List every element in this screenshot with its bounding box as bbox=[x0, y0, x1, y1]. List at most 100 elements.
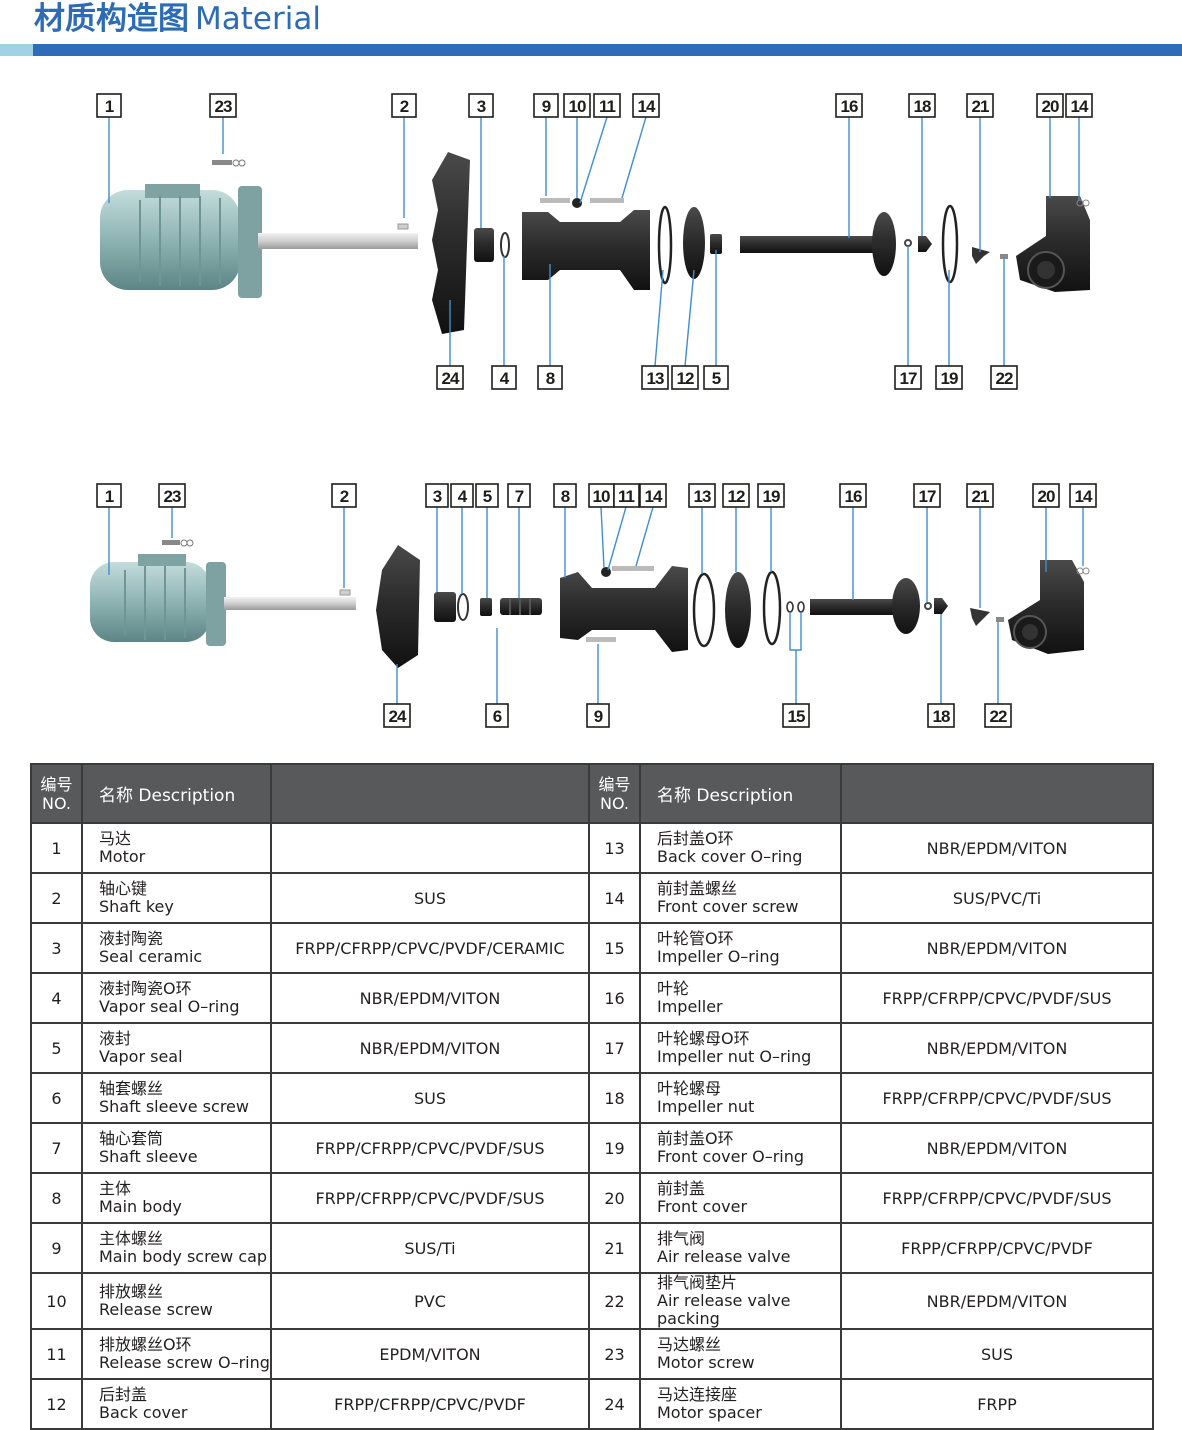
callout-bottom-15: 15 bbox=[782, 703, 810, 728]
callout-label: 19 bbox=[763, 487, 780, 506]
header-no-cn: 编号 bbox=[40, 774, 73, 794]
callout-top-8: 8 bbox=[537, 365, 563, 390]
callout-bottom-18: 18 bbox=[927, 703, 955, 728]
part-name-en: Air release valve packing bbox=[657, 1291, 791, 1328]
part-name-en: Release screw O–ring bbox=[99, 1353, 270, 1372]
part-number: 19 bbox=[588, 1122, 641, 1174]
part-name-cn: 液封 bbox=[99, 1029, 132, 1048]
part-material: EPDM/VITON bbox=[270, 1328, 590, 1380]
part-name-en: Impeller O–ring bbox=[657, 947, 780, 966]
part-number: 9 bbox=[30, 1222, 83, 1274]
callout-bottom-17: 17 bbox=[913, 483, 941, 508]
callout-label: 8 bbox=[561, 487, 570, 506]
callout-top-23: 23 bbox=[209, 93, 237, 118]
callout-bottom-11: 11 bbox=[613, 483, 640, 508]
callout-label: 16 bbox=[841, 97, 858, 116]
title-en: Material bbox=[195, 1, 321, 37]
part-name-en: Front cover bbox=[657, 1197, 748, 1216]
callout-label: 12 bbox=[728, 487, 745, 506]
callout-top-10: 10 bbox=[563, 93, 591, 118]
part-name-cn: 排气阀 bbox=[657, 1229, 706, 1248]
part-name-en: Motor bbox=[99, 847, 146, 866]
part-name-cn: 马达 bbox=[99, 829, 132, 848]
callout-label: 10 bbox=[593, 487, 610, 506]
callout-top-1: 1 bbox=[96, 93, 122, 118]
title-rule-accent bbox=[0, 44, 33, 56]
part-material: FRPP/CFRPP/CPVC/PVDF/SUS bbox=[840, 1072, 1154, 1124]
header-desc-right: 名称 Description bbox=[639, 763, 842, 824]
part-name-en: Release screw bbox=[99, 1300, 213, 1319]
callout-label: 3 bbox=[433, 487, 442, 506]
callout-top-14b: 14 bbox=[1065, 93, 1093, 118]
part-number: 6 bbox=[30, 1072, 83, 1124]
part-material: FRPP/CFRPP/CPVC/PVDF bbox=[840, 1222, 1154, 1274]
part-number: 23 bbox=[588, 1328, 641, 1380]
callout-label: 7 bbox=[515, 487, 524, 506]
part-name-en: Main body screw cap bbox=[99, 1247, 268, 1266]
part-number: 7 bbox=[30, 1122, 83, 1174]
callout-bottom-7: 7 bbox=[507, 483, 531, 508]
part-name-cn: 排放螺丝O环 bbox=[99, 1335, 192, 1354]
part-material: NBR/EPDM/VITON bbox=[270, 972, 590, 1024]
part-material: SUS/Ti bbox=[270, 1222, 590, 1274]
callout-label: 14 bbox=[1071, 97, 1089, 116]
part-name-cn: 马达螺丝 bbox=[657, 1335, 722, 1354]
callout-label: 24 bbox=[389, 707, 407, 726]
part-name-cn: 前封盖螺丝 bbox=[657, 879, 738, 898]
part-number: 8 bbox=[30, 1172, 83, 1224]
part-material: SUS bbox=[270, 1072, 590, 1124]
part-name-en: Front cover O–ring bbox=[657, 1147, 805, 1166]
part-number: 20 bbox=[588, 1172, 641, 1224]
part-name-en: Impeller nut bbox=[657, 1097, 755, 1116]
part-name-en: Back cover O–ring bbox=[657, 847, 803, 866]
part-number: 5 bbox=[30, 1022, 83, 1074]
part-number: 2 bbox=[30, 872, 83, 924]
part-name-en: Air release valve bbox=[657, 1247, 791, 1266]
part-name-cn: 排放螺丝 bbox=[99, 1282, 164, 1301]
part-name-en: Vapor seal O–ring bbox=[99, 997, 240, 1016]
callout-bottom-4: 4 bbox=[450, 483, 474, 508]
part-material: FRPP/CFRPP/CPVC/PVDF bbox=[270, 1378, 590, 1430]
part-number: 22 bbox=[588, 1272, 641, 1330]
callout-label: 20 bbox=[1038, 487, 1055, 506]
part-name-cn: 前封盖O环 bbox=[657, 1129, 734, 1148]
part-name-cn: 叶轮螺母 bbox=[657, 1079, 722, 1098]
part-number: 21 bbox=[588, 1222, 641, 1274]
callout-label: 20 bbox=[1042, 97, 1059, 116]
part-name-cn: 叶轮 bbox=[657, 979, 690, 998]
diagram-bottom: 1 23 2 3 4 5 7 8 10 11 14 13 12 19 16 17… bbox=[90, 483, 1097, 728]
callout-label: 6 bbox=[493, 707, 502, 726]
callout-label: 5 bbox=[483, 487, 492, 506]
callout-bottom-12: 12 bbox=[722, 483, 750, 508]
callout-bottom-6: 6 bbox=[485, 703, 509, 728]
callout-label: 22 bbox=[996, 369, 1013, 388]
callout-label: 18 bbox=[933, 707, 950, 726]
part-name-cn: 马达连接座 bbox=[657, 1385, 738, 1404]
part-name-en: Seal ceramic bbox=[99, 947, 203, 966]
part-number: 17 bbox=[588, 1022, 641, 1074]
part-name-cn: 主体螺丝 bbox=[99, 1229, 164, 1248]
callout-bottom-19: 19 bbox=[757, 483, 785, 508]
callout-top-3: 3 bbox=[468, 93, 494, 118]
callout-label: 9 bbox=[542, 97, 551, 116]
exploded-diagrams: 1 23 2 3 9 10 11 14 16 18 21 20 14 24 4 … bbox=[90, 93, 1097, 728]
motor-illustration bbox=[90, 554, 356, 646]
part-material: FRPP/CFRPP/CPVC/PVDF/SUS bbox=[840, 972, 1154, 1024]
part-material: FRPP bbox=[840, 1378, 1154, 1430]
callout-label: 5 bbox=[712, 369, 721, 388]
